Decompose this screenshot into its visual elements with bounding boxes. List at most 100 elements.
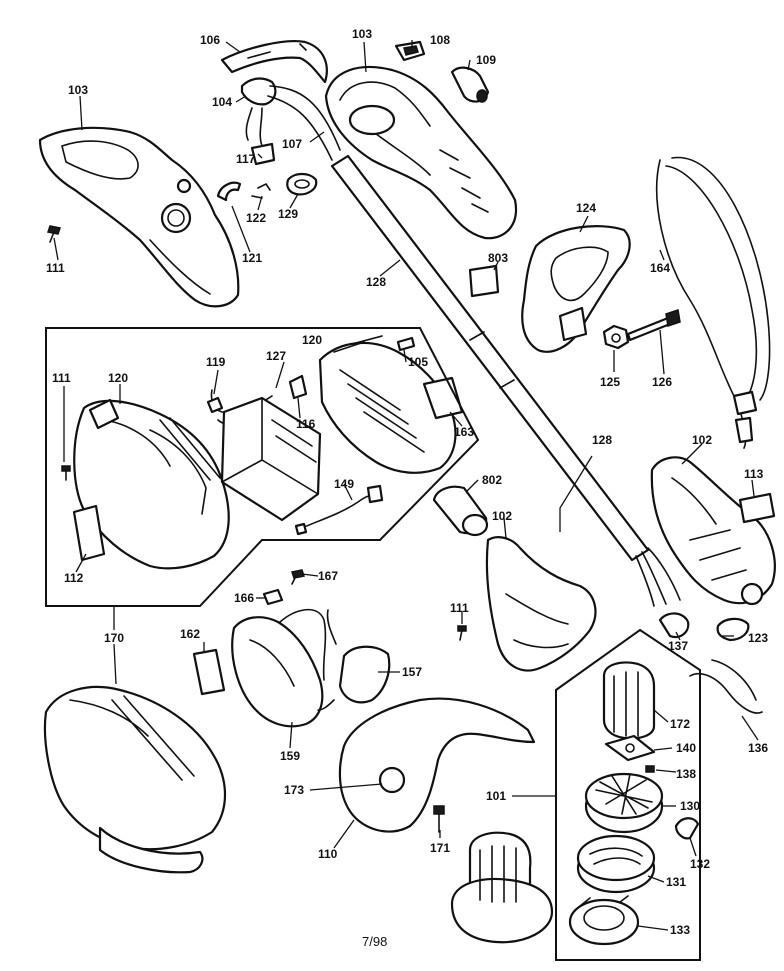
callout-label: 131: [666, 875, 686, 889]
callout-label: 137: [668, 639, 688, 653]
callout-label: 157: [402, 665, 422, 679]
callout-label: 129: [278, 207, 298, 221]
callout-label: 162: [180, 627, 200, 641]
date-code: 7/98: [362, 934, 387, 949]
callout-label: 802: [482, 473, 502, 487]
part-guard-clip: [220, 40, 328, 84]
callout-label: 108: [430, 33, 450, 47]
part-label-112: [72, 504, 106, 562]
callout-label: 166: [234, 591, 254, 605]
part-spool-131: [576, 834, 656, 894]
part-screw-box: [61, 465, 71, 481]
part-battery-pack: [220, 396, 322, 522]
callout-label: 112: [64, 571, 84, 585]
part-label-162: [192, 648, 226, 696]
head-kit-frame: [555, 628, 701, 961]
part-charger-base: [318, 335, 457, 474]
part-label-803: [468, 264, 500, 298]
callout-label: 159: [280, 749, 300, 763]
callout-label: 136: [748, 741, 768, 755]
leader-lines: [53, 40, 759, 931]
callout-label: 103: [352, 27, 372, 41]
callout-label: 126: [652, 375, 672, 389]
part-screw-138: [645, 765, 655, 773]
callout-label: 132: [690, 857, 710, 871]
callout-label: 803: [488, 251, 508, 265]
callout-label: 120: [108, 371, 128, 385]
callout-label: 103: [68, 83, 88, 97]
part-plate: [604, 734, 656, 762]
part-motor-172: [602, 661, 656, 740]
callout-labels: 106 103 108 109 103 104 107 117 122 129 …: [46, 27, 768, 937]
part-label-163: [422, 376, 464, 420]
callout-label: 111: [52, 371, 71, 385]
part-connector-116: [288, 374, 308, 400]
part-lower-housing-centre: [485, 536, 597, 672]
callout-label: 133: [670, 923, 690, 937]
callout-label: 116: [296, 417, 316, 431]
callout-label: 124: [576, 201, 596, 215]
callout-label: 163: [454, 425, 474, 439]
part-battery-cover: [73, 398, 230, 570]
part-screw-171: [433, 805, 445, 833]
part-switch: [394, 40, 426, 62]
callout-label: 113: [744, 467, 764, 481]
part-small-clips: [216, 142, 318, 202]
callout-label: 173: [284, 783, 304, 797]
callout-label: 128: [366, 275, 386, 289]
part-shaft: [330, 154, 681, 607]
callout-label: 164: [650, 261, 670, 275]
part-terminal-105: [396, 336, 416, 352]
part-housing-right: [324, 66, 518, 240]
part-sleeve: [432, 485, 489, 537]
callout-label: 105: [408, 355, 428, 369]
callout-label: 102: [492, 509, 512, 523]
callout-label: 170: [104, 631, 124, 645]
callout-label: 111: [450, 601, 469, 615]
part-cover-assembly: [43, 685, 227, 874]
part-nut-bolt: [602, 309, 681, 350]
callout-label: 120: [302, 333, 322, 347]
part-screw: [47, 225, 61, 243]
callout-label: 125: [600, 375, 620, 389]
callout-label: 111: [46, 261, 65, 275]
part-guard: [338, 697, 536, 833]
callout-label: 109: [476, 53, 496, 67]
callout-label: 119: [206, 355, 226, 369]
part-housing-left: [38, 126, 240, 308]
callout-label: 121: [242, 251, 262, 265]
part-screw-centre: [457, 625, 467, 641]
callout-label: 101: [486, 789, 506, 803]
part-plug: [317, 609, 391, 711]
battery-kit-frame: [45, 327, 480, 607]
callout-label: 167: [318, 569, 338, 583]
part-lower-housing-right: [650, 456, 776, 606]
part-label-113: [738, 492, 776, 524]
part-spool-130: [584, 772, 664, 834]
part-clamps: [658, 612, 750, 642]
part-cap-133: [568, 895, 640, 946]
callout-label: 140: [676, 741, 696, 755]
part-bushing: [450, 66, 490, 103]
part-clip-132: [674, 817, 700, 840]
part-wire-harness: [294, 484, 384, 536]
callout-label: 102: [692, 433, 712, 447]
part-aux-handle: [521, 225, 631, 353]
callout-label: 122: [246, 211, 266, 225]
part-charger: [231, 608, 327, 728]
callout-label: 117: [236, 152, 256, 166]
callout-label: 104: [212, 95, 232, 109]
callout-label: 149: [334, 477, 354, 491]
part-motor: [450, 831, 554, 944]
callout-label: 171: [430, 841, 450, 855]
part-strap: [655, 156, 771, 449]
part-cord-assembly: [240, 77, 341, 161]
part-screws-upper: [262, 569, 305, 606]
callout-label: 130: [680, 799, 700, 813]
callout-label: 172: [670, 717, 690, 731]
callout-label: 127: [266, 349, 286, 363]
callout-label: 106: [200, 33, 220, 47]
callout-label: 123: [748, 631, 768, 645]
callout-label: 107: [282, 137, 302, 151]
